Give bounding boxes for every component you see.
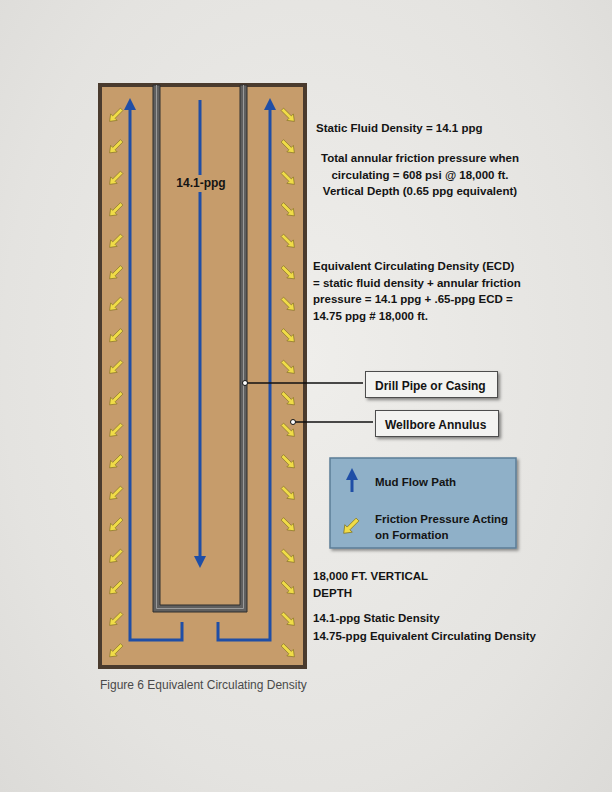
density-label: 14.1-ppg Static Density [313,610,543,627]
pipe-wall [153,85,247,612]
friction-arrow [106,516,125,535]
friction-arrow [106,169,125,188]
legend-flow-arrow [351,474,354,492]
legend-sample [352,474,353,492]
friction-arrow [106,358,125,377]
friction-arrow [279,484,298,503]
friction-arrow [279,169,298,188]
friction-arrow [279,232,298,251]
friction-arrow [106,484,125,503]
leader-dot [243,381,248,386]
callout-box: Drill Pipe or Casing [365,371,498,398]
wellbore-annulus [100,85,305,667]
friction-arrow [106,201,125,220]
depth-label: 18,000 FT. VERTICAL DEPTH [313,568,443,601]
callout-box: Wellbore Annulus [375,410,499,437]
friction-arrow [106,327,125,346]
friction-arrow [279,327,298,346]
friction-arrow [106,106,125,125]
friction-arrow [106,390,125,409]
note-text: Equivalent Circulating Density (ECD) = s… [313,258,521,324]
friction-arrow [106,642,125,661]
friction-arrow [106,264,125,283]
friction-arrow [279,106,298,125]
friction-arrow [106,138,125,157]
leader-line [245,382,363,384]
fluid-label: 14.1-ppg [174,175,227,192]
flow-arrow-down [199,100,202,562]
legend-friction-arrow [340,516,361,537]
friction-arrow [106,295,125,314]
legend-panel [330,458,516,548]
note-text: Total annular friction pressure when cir… [314,150,526,200]
leader-dot [291,420,296,425]
density-label: 14.75-ppg Equivalent Circulating Density [313,628,538,645]
friction-arrow [279,516,298,535]
legend-text: Mud Flow Path [375,474,510,490]
friction-arrow [279,390,298,409]
legend-sample [340,516,361,537]
friction-arrow [279,453,298,472]
friction-arrow [106,547,125,566]
friction-arrow [279,610,298,629]
pipe-wall-highlight [157,85,244,609]
callout-text: Wellbore Annulus [385,418,486,433]
friction-arrow [106,232,125,251]
leader-line [293,421,373,423]
friction-arrow [106,421,125,440]
friction-arrow [106,579,125,598]
legend-text: Friction Pressure Acting on Formation [375,511,510,543]
friction-arrow [106,453,125,472]
friction-arrow [279,358,298,377]
friction-arrow [106,610,125,629]
callout-text: Drill Pipe or Casing [375,379,486,394]
friction-arrow [279,264,298,283]
figure-caption: Figure 6 Equivalent Circulating Density [100,678,500,692]
friction-arrow [279,579,298,598]
friction-arrow [279,295,298,314]
friction-arrow [279,201,298,220]
friction-arrow [279,138,298,157]
friction-arrow [279,547,298,566]
note-text: Static Fluid Density = 14.1 ppg [316,120,556,137]
friction-arrow [279,642,298,661]
